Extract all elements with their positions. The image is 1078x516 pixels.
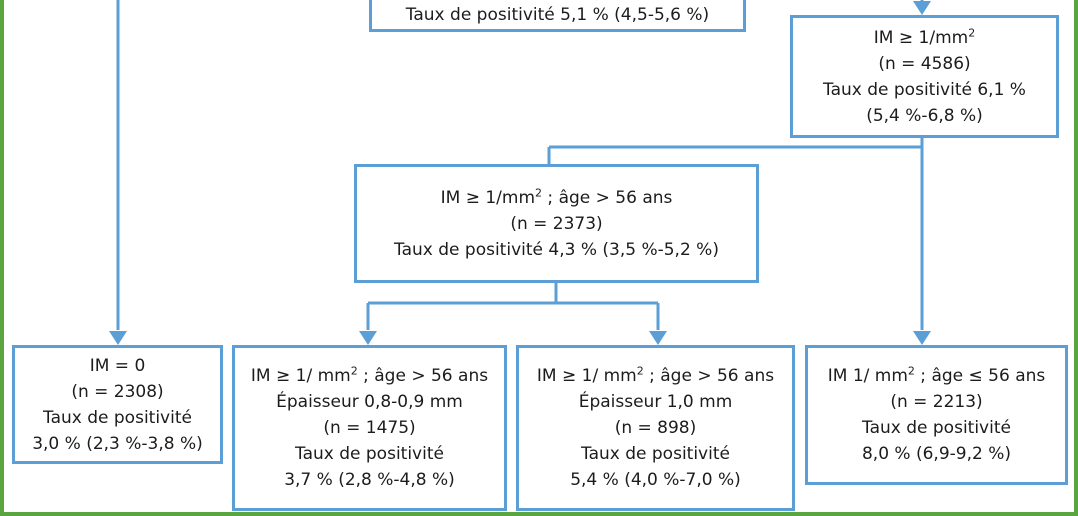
arrow-head [109,331,127,345]
node-text-line: (n = 898) [614,418,697,438]
node-age-le-56: IM 1/ mm2 ; âge ≤ 56 ans (n = 2213) Taux d… [805,345,1068,485]
node-text-line: 5,4 % (4,0 %-7,0 %) [570,470,741,490]
arrow-head [649,331,667,345]
arrow-head [359,331,377,345]
node-text-line: Taux de positivité 5,1 % (4,5-5,6 %) [405,5,710,25]
arrow-head [913,1,931,15]
node-text-line: IM ≥ 1/mm2 [873,25,976,48]
node-text-line: (n = 2373) [510,213,603,234]
node-text-line: IM ≥ 1/ mm2 ; âge > 56 ans [536,364,775,386]
flow-arrows [109,0,931,345]
node-text-line: 3,7 % (2,8 %-4,8 %) [284,470,455,490]
node-im-ge-1: IM ≥ 1/mm2 (n = 4586) Taux de positivité 6… [790,15,1059,138]
node-text-line: (n = 4586) [878,53,971,74]
node-text-line: Taux de positivité [43,407,192,428]
node-text-line: 3,0 % (2,3 %-3,8 %) [32,433,203,454]
node-im-0: IM = 0 (n = 2308) Taux de positivité 3,0 % … [12,345,223,464]
node-text-line: IM 1/ mm2 ; âge ≤ 56 ans [827,364,1046,386]
node-text-line: IM = 0 [89,355,146,376]
node-text-line: 8,0 % (6,9-9,2 %) [861,444,1012,464]
node-text-line: IM ≥ 1/mm2 ; âge > 56 ans [440,185,673,208]
node-text-line: Taux de positivité [862,418,1011,438]
node-text-line: (n = 2308) [71,381,164,402]
node-overall-positivity: Taux de positivité 5,1 % (4,5-5,6 %) [369,0,746,32]
node-im-ge-1-age-gt-56: IM ≥ 1/mm2 ; âge > 56 ans (n = 2373) Taux … [354,164,759,283]
node-text-line: Épaisseur 1,0 mm [578,392,733,412]
node-text-line: IM ≥ 1/ mm2 ; âge > 56 ans [250,364,489,386]
node-text-line: Taux de positivité 6,1 % [823,79,1026,100]
node-text-line: (5,4 %-6,8 %) [866,105,983,126]
node-text-line: (n = 1475) [323,418,416,438]
arrow-head [913,331,931,345]
node-text-line: Taux de positivité [581,444,730,464]
node-text-line: Épaisseur 0,8-0,9 mm [276,392,463,412]
node-text-line: Taux de positivité 4,3 % (3,5 %-5,2 %) [394,239,719,260]
node-text-line: Taux de positivité [295,444,444,464]
node-text-line: (n = 2213) [890,392,983,412]
